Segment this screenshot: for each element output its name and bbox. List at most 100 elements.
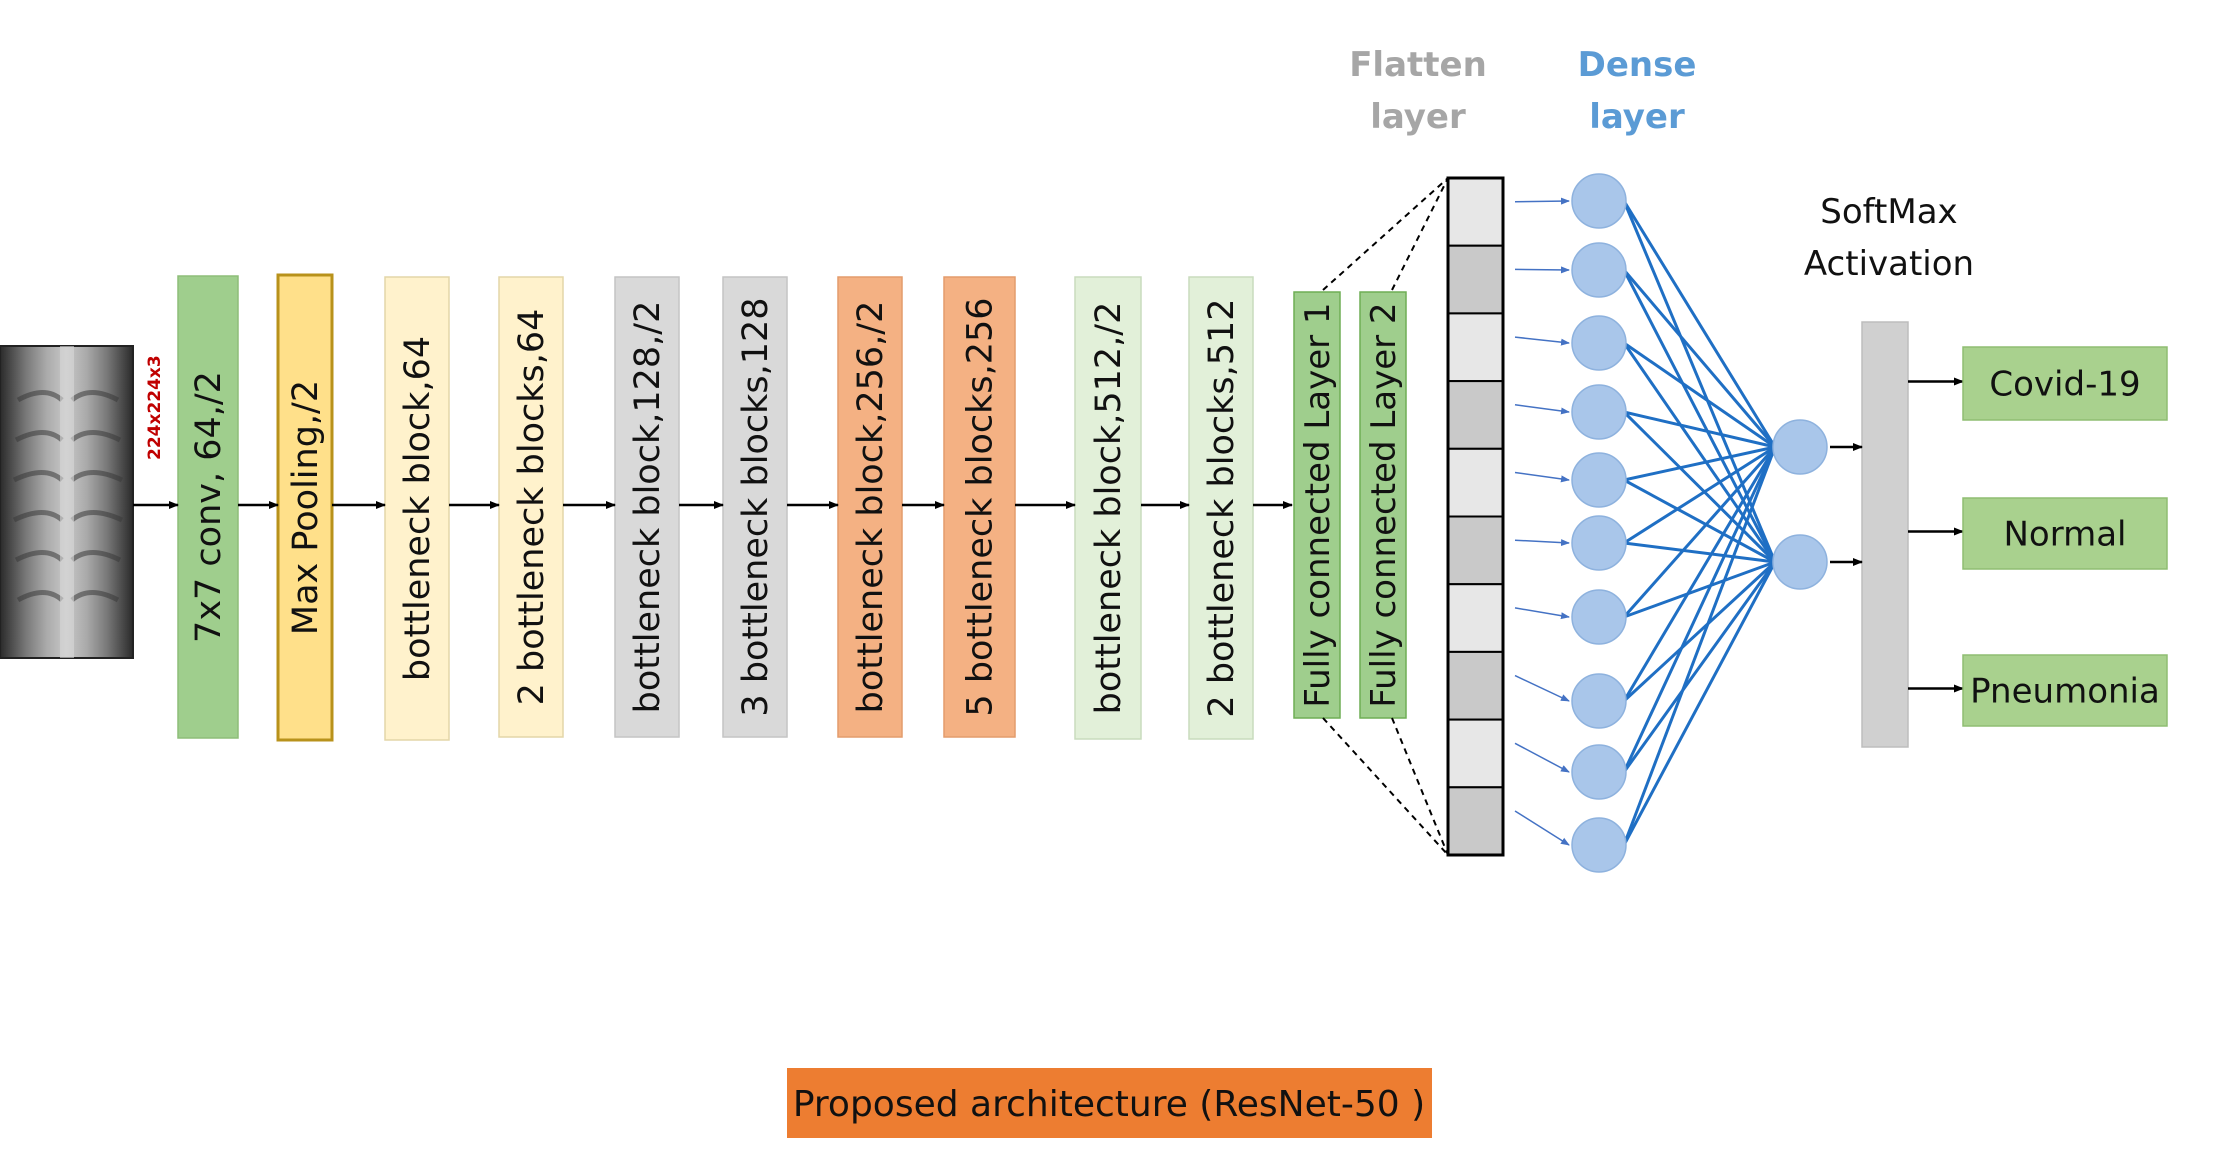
flatten-cell xyxy=(1447,177,1504,247)
block-box xyxy=(1188,276,1254,740)
dense-edge xyxy=(1622,561,1777,846)
projection-lines xyxy=(1322,177,1449,856)
hidden-to-softmax-arrows xyxy=(1830,443,1863,566)
dense-node xyxy=(1571,452,1627,508)
flatten-dense-arrow xyxy=(1514,404,1570,415)
flatten-dense-arrow xyxy=(1514,197,1570,205)
output-label: Covid-19 xyxy=(1989,365,2140,405)
resnet-blocks: 7x7 conv, 64,/2 Max Pooling,/2 bottleneck … xyxy=(133,273,1293,742)
flatten-dense-arrow xyxy=(1514,336,1570,346)
dense-edge xyxy=(1623,341,1776,449)
flatten-cell xyxy=(1447,650,1504,721)
output-box xyxy=(1962,346,2168,421)
dense-edge xyxy=(1622,446,1777,702)
block-6: 3 bottleneck blocks,128 xyxy=(722,276,788,738)
hidden-node xyxy=(1772,534,1828,590)
dense-nodes xyxy=(1571,173,1828,873)
output-label: Normal xyxy=(2003,515,2126,555)
fc-layer-1: Fully connected Layer 1 xyxy=(1293,291,1341,719)
input-xray-image xyxy=(0,345,134,659)
block-label: bottleneck block,512,/2 xyxy=(1089,302,1129,715)
caption-text: Proposed architecture (ResNet-50 ) xyxy=(793,1084,1425,1125)
block-label: 7x7 conv, 64,/2 xyxy=(189,371,229,643)
flatten-dense-arrow xyxy=(1514,810,1570,846)
block-5: bottleneck block,128,/2 xyxy=(614,276,680,738)
fc-label: Fully connected Layer 1 xyxy=(1298,302,1338,707)
dense-edge xyxy=(1622,410,1777,564)
fully-connected-layers: Fully connected Layer 1 Fully connected L… xyxy=(1293,291,1407,719)
fc-layer-2: Fully connected Layer 2 xyxy=(1359,291,1407,719)
dense-connections xyxy=(1622,200,1777,846)
dense-node xyxy=(1571,589,1627,645)
output-class-1: Covid-19 xyxy=(1908,346,2168,421)
output-class-3: Pneumonia xyxy=(1908,654,2168,727)
flatten-cell xyxy=(1447,244,1504,315)
dense-edge xyxy=(1622,446,1777,846)
dense-node xyxy=(1571,242,1627,298)
dense-node xyxy=(1571,515,1627,571)
flatten-to-dense-arrows xyxy=(1514,197,1570,846)
output-class-2: Normal xyxy=(1908,497,2168,570)
block-box xyxy=(276,273,334,742)
fc-box xyxy=(1293,291,1341,719)
dense-edge xyxy=(1622,446,1777,773)
dense-edge xyxy=(1623,445,1776,545)
flatten-dense-arrow xyxy=(1514,539,1570,547)
block-1: 7x7 conv, 64,/2 xyxy=(177,275,239,739)
dense-edge xyxy=(1623,445,1776,482)
dense-edge xyxy=(1623,478,1776,564)
flatten-dense-arrow xyxy=(1514,607,1570,620)
dense-edge xyxy=(1622,560,1777,703)
flatten-cell xyxy=(1447,583,1504,653)
block-label: Max Pooling,/2 xyxy=(286,380,326,635)
softmax-label-line2: Activation xyxy=(1804,244,1974,284)
block-4: 2 bottleneck blocks,64 xyxy=(498,276,564,738)
input-dims-label: 224x224x3 xyxy=(145,355,165,460)
dense-node xyxy=(1571,744,1627,800)
block-label: 5 bottleneck blocks,256 xyxy=(961,297,1001,716)
block-label: 3 bottleneck blocks,128 xyxy=(736,297,776,716)
flatten-dense-arrow xyxy=(1514,674,1570,702)
flatten-dense-arrow xyxy=(1514,742,1570,773)
flatten-cell xyxy=(1447,786,1504,856)
dense-edge xyxy=(1622,446,1777,618)
flatten-dense-arrow xyxy=(1514,266,1570,274)
flatten-heading-line1: Flatten xyxy=(1349,45,1487,85)
dense-edge xyxy=(1622,200,1777,448)
hidden-node xyxy=(1772,419,1828,475)
flatten-cell xyxy=(1447,312,1504,383)
block-9: bottleneck block,512,/2 xyxy=(1074,276,1142,740)
block-label: 2 bottleneck blocks,64 xyxy=(512,309,552,706)
fc-label: Fully connected Layer 2 xyxy=(1364,302,1404,707)
flatten-column xyxy=(1446,176,1505,857)
block-3: bottleneck block,64 xyxy=(384,276,450,741)
dense-edge xyxy=(1622,561,1777,773)
dense-node xyxy=(1571,173,1627,229)
block-box xyxy=(177,275,239,739)
block-7: bottleneck block,256,/2 xyxy=(837,276,903,738)
dense-edge xyxy=(1623,541,1776,564)
dense-edge xyxy=(1622,269,1777,448)
softmax-label-line1: SoftMax xyxy=(1820,192,1957,232)
flatten-cell xyxy=(1447,718,1504,789)
block-box xyxy=(943,276,1016,738)
output-label: Pneumonia xyxy=(1970,672,2160,712)
flatten-heading-line2: layer xyxy=(1370,97,1466,137)
dense-heading-line1: Dense xyxy=(1578,45,1697,85)
block-10: 2 bottleneck blocks,512 xyxy=(1188,276,1254,740)
flatten-dense-arrow xyxy=(1514,471,1570,483)
caption-box xyxy=(787,1068,1432,1138)
fc-box xyxy=(1359,291,1407,719)
flatten-cell xyxy=(1447,515,1504,586)
dense-node xyxy=(1571,673,1627,729)
block-8: 5 bottleneck blocks,256 xyxy=(943,276,1016,738)
block-label: bottleneck block,64 xyxy=(398,336,438,681)
dense-edge xyxy=(1622,342,1777,563)
dense-node xyxy=(1571,817,1627,873)
block-box xyxy=(837,276,903,738)
softmax-bar xyxy=(1861,321,1909,748)
dense-node xyxy=(1571,384,1627,440)
output-box xyxy=(1962,654,2168,727)
